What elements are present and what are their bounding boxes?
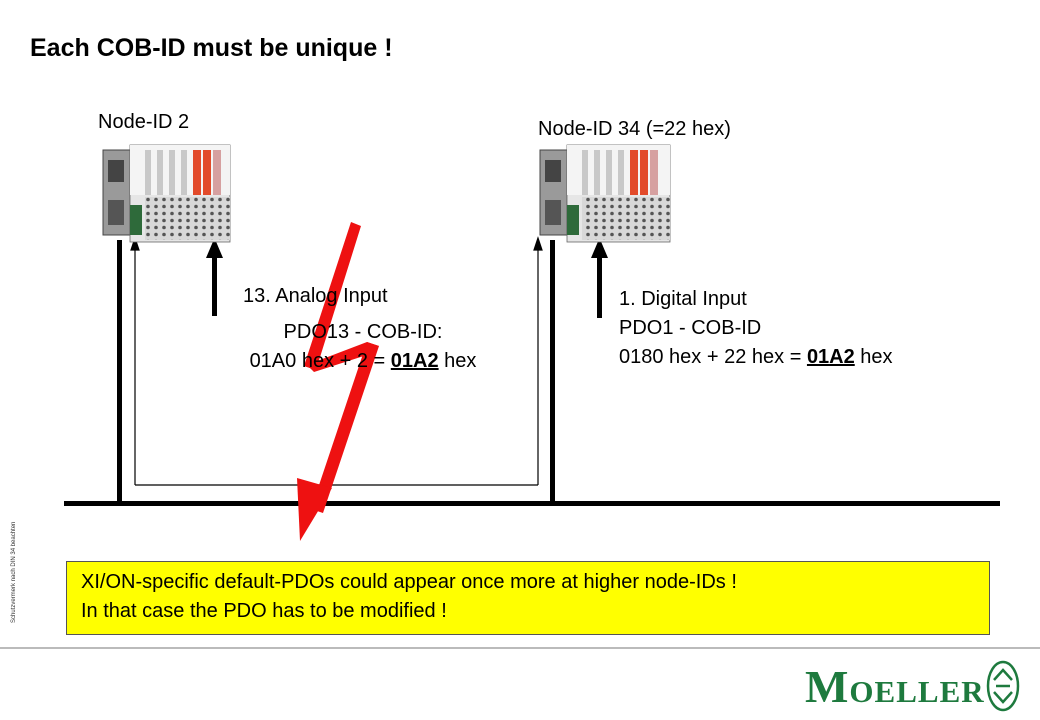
can-bus-line (64, 501, 1000, 506)
logo-initial: M (805, 661, 850, 712)
left-pdo-line2: 01A0 hex + 2 = 01A2 hex (213, 347, 513, 376)
node-34-label: Node-ID 34 (=22 hex) (538, 118, 731, 140)
logo-middle: OELLE (849, 674, 962, 709)
page-title: Each COB-ID must be unique ! (30, 34, 393, 62)
node-34-xion-device (539, 144, 671, 243)
lightning-junction (310, 344, 372, 372)
warning-note-box: XI/ON-specific default-PDOs could appear… (66, 561, 990, 635)
left-pdo-calc: 01A0 hex + 2 = (249, 350, 391, 372)
note-line2: In that case the PDO has to be modified … (81, 600, 447, 622)
node-2-drop-line (117, 240, 122, 503)
right-pdo-calc: 0180 hex + 22 hex = (619, 346, 807, 368)
logo-last: R (961, 674, 985, 709)
right-pdo-line2: 0180 hex + 22 hex = 01A2 hex (619, 343, 893, 372)
analog-input-label: 13. Analog Input (243, 285, 388, 307)
moeller-emblem-icon (986, 660, 1020, 712)
note-line1: XI/ON-specific default-PDOs could appear… (81, 571, 737, 593)
left-pdo-result: 01A2 (390, 350, 439, 372)
moeller-logo: MOELLER (805, 660, 985, 713)
right-pdo-unit: hex (854, 346, 893, 368)
analog-input-pointer-arrow (206, 238, 223, 316)
copyright-notice: Schutzvermerk nach DIN 34 beachten (6, 495, 17, 625)
digital-input-pointer-arrow (591, 238, 608, 318)
left-pdo-unit: hex (438, 350, 477, 372)
left-pdo-line1: PDO13 - COB-ID: (283, 321, 443, 343)
node-2-label: Node-ID 2 (98, 111, 190, 133)
digital-input-label: 1. Digital Input (619, 288, 747, 310)
pdo-transfer-arrow (130, 236, 543, 486)
left-pdo-block: PDO13 - COB-ID: 01A0 hex + 2 = 01A2 hex (213, 318, 513, 376)
conflict-lightning-icon (297, 222, 379, 541)
right-pdo-result: 01A2 (806, 346, 855, 368)
node-2-xion-device (102, 144, 231, 243)
node-34-drop-line (550, 240, 555, 503)
right-pdo-block: 1. Digital Input PDO1 - COB-ID 0180 hex … (619, 285, 893, 372)
copyright-notice-text: Schutzvermerk nach DIN 34 beachten (11, 521, 17, 623)
right-pdo-line1: PDO1 - COB-ID (619, 317, 762, 339)
